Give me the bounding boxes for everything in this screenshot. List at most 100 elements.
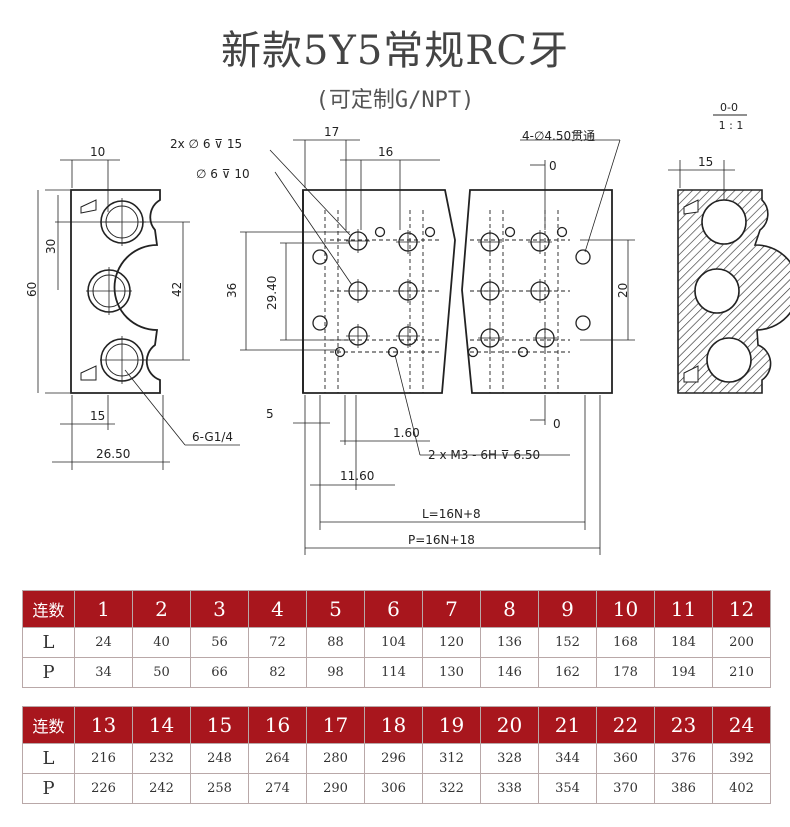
table-cell: 88 (306, 627, 365, 658)
right-section-view: 15 (668, 155, 790, 394)
scale-bottom: 1 : 1 (719, 119, 744, 132)
dim-15-left: 15 (90, 409, 105, 423)
table-cell: 146 (480, 657, 539, 688)
table-cell: 152 (538, 627, 597, 658)
table-cell: 120 (422, 627, 481, 658)
thread-spec: 6-G1/4 (192, 430, 233, 444)
dim-42: 42 (170, 282, 184, 297)
table-cell: 290 (306, 773, 365, 804)
dim-30: 30 (44, 239, 58, 254)
through-hole-label: 4-∅4.50贯通 (522, 129, 595, 143)
dim-29-40: 29.40 (265, 276, 279, 310)
count-header-cell: 6 (364, 590, 423, 628)
table-cell: 370 (596, 773, 655, 804)
count-header-label: 连数 (22, 590, 75, 628)
count-header-cell: 21 (538, 706, 597, 744)
table-cell: 130 (422, 657, 481, 688)
table-cell: 168 (596, 627, 655, 658)
table-cell: 66 (190, 657, 249, 688)
table-cell: 264 (248, 743, 307, 774)
dim-36: 36 (225, 283, 239, 298)
dim-15-right: 15 (698, 155, 713, 169)
table-cell: 184 (654, 627, 713, 658)
count-header-cell: 9 (538, 590, 597, 628)
table-cell: 210 (712, 657, 771, 688)
dim-11-60: 11.60 (340, 469, 374, 483)
row-label: L (22, 627, 75, 658)
dim-26-50: 26.50 (96, 447, 130, 461)
table-cell: 322 (422, 773, 481, 804)
table-cell: 344 (538, 743, 597, 774)
dim-1-60: 1.60 (393, 426, 420, 440)
dim-20: 20 (616, 283, 630, 298)
table-cell: 178 (596, 657, 655, 688)
table-cell: 306 (364, 773, 423, 804)
table-cell: 82 (248, 657, 307, 688)
count-header-cell: 4 (248, 590, 307, 628)
dim-5: 5 (266, 407, 274, 421)
table-cell: 274 (248, 773, 307, 804)
row-label: P (22, 657, 75, 688)
hole-6-label: ∅ 6 ⊽ 10 (196, 167, 250, 181)
scale-note: 0-0 1 : 1 (713, 101, 747, 132)
table-cell: 216 (74, 743, 133, 774)
count-header-cell: 20 (480, 706, 539, 744)
table-cell: 200 (712, 627, 771, 658)
table-cell: 386 (654, 773, 713, 804)
hole-2x6-label: 2x ∅ 6 ⊽ 15 (170, 137, 242, 151)
table-cell: 258 (190, 773, 249, 804)
zero-bottom: 0 (553, 417, 561, 431)
table-cell: 360 (596, 743, 655, 774)
table-cell: 114 (364, 657, 423, 688)
table-cell: 354 (538, 773, 597, 804)
count-header-cell: 16 (248, 706, 307, 744)
table-cell: 376 (654, 743, 713, 774)
table-cell: 312 (422, 743, 481, 774)
count-header-cell: 15 (190, 706, 249, 744)
count-header-cell: 12 (712, 590, 771, 628)
technical-drawing: 0-0 1 : 1 10 3 (25, 101, 790, 555)
zero-top: 0 (549, 159, 557, 173)
count-header-cell: 11 (654, 590, 713, 628)
count-header-cell: 18 (364, 706, 423, 744)
table-cell: 72 (248, 627, 307, 658)
row-label: P (22, 773, 75, 804)
dim-16: 16 (378, 145, 393, 159)
count-header-cell: 13 (74, 706, 133, 744)
center-top-view: 17 16 2x ∅ 6 ⊽ 15 ∅ 6 ⊽ 10 36 29.40 5 1.… (170, 125, 635, 555)
count-header-cell: 14 (132, 706, 191, 744)
page-subtitle: (可定制G/NPT) (315, 88, 475, 113)
table-cell: 34 (74, 657, 133, 688)
table-cell: 402 (712, 773, 771, 804)
count-header-label: 连数 (22, 706, 75, 744)
table-cell: 194 (654, 657, 713, 688)
table-cell: 248 (190, 743, 249, 774)
count-header-cell: 19 (422, 706, 481, 744)
table-cell: 242 (132, 773, 191, 804)
count-header-cell: 3 (190, 590, 249, 628)
count-header-cell: 17 (306, 706, 365, 744)
table-cell: 98 (306, 657, 365, 688)
row-label: L (22, 743, 75, 774)
dim-L: L=16N+8 (422, 507, 481, 521)
table-cell: 232 (132, 743, 191, 774)
table-cell: 392 (712, 743, 771, 774)
table-cell: 136 (480, 627, 539, 658)
table-cell: 338 (480, 773, 539, 804)
count-header-cell: 7 (422, 590, 481, 628)
dim-60: 60 (25, 282, 39, 297)
table-cell: 226 (74, 773, 133, 804)
dim-17: 17 (324, 125, 339, 139)
count-header-cell: 23 (654, 706, 713, 744)
dim-10: 10 (90, 145, 105, 159)
count-header-cell: 24 (712, 706, 771, 744)
table-cell: 104 (364, 627, 423, 658)
table-cell: 280 (306, 743, 365, 774)
count-header-cell: 10 (596, 590, 655, 628)
count-header-cell: 1 (74, 590, 133, 628)
m3-thread-label: 2 x M3 - 6H ⊽ 6.50 (428, 448, 540, 462)
